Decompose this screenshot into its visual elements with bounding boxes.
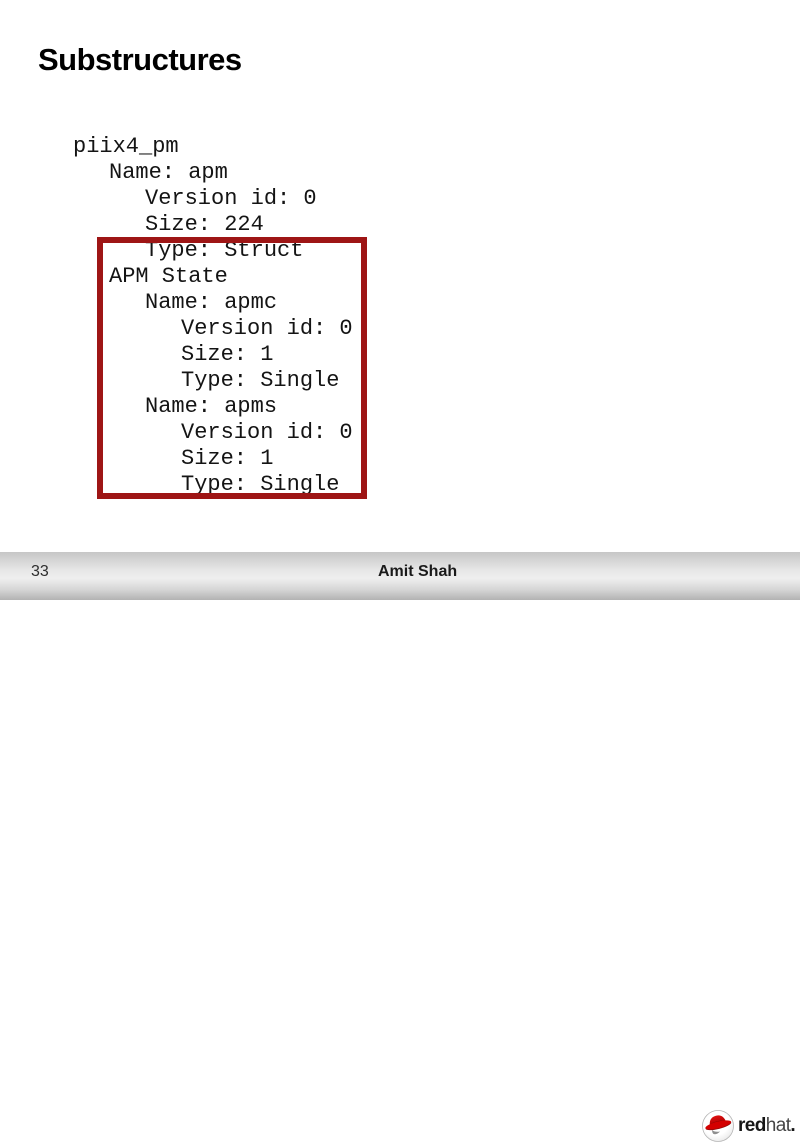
code-line: Version id: 0 [181, 316, 353, 341]
redhat-wordmark: redhat. [738, 1109, 796, 1143]
wordmark-dot: . [790, 1115, 796, 1136]
code-line: Version id: 0 [145, 186, 317, 211]
code-line: Type: Single [181, 368, 340, 393]
page-number: 33 [31, 563, 49, 580]
code-line: Size: 1 [181, 342, 274, 367]
code-line: Version id: 0 [181, 420, 353, 445]
code-line: Name: apmc [145, 290, 278, 315]
code-line: Name: apms [145, 394, 278, 419]
code-line: Name: apm [109, 160, 228, 185]
footer-bar: 33 Amit Shah [0, 552, 800, 1142]
redhat-fedora-icon [702, 1110, 734, 1142]
code-line: Type: Single [181, 472, 340, 497]
wordmark-red: red [738, 1115, 766, 1136]
code-line: Size: 1 [181, 446, 274, 471]
code-line: APM State [109, 264, 228, 289]
highlight-box [97, 237, 367, 499]
code-line: piix4_pm [73, 134, 179, 159]
page-title: Substructures [38, 42, 242, 77]
redhat-logo: redhat. [701, 1109, 796, 1143]
wordmark-hat: hat [765, 1115, 791, 1136]
code-line: Size: 224 [145, 212, 264, 237]
footer-author: Amit Shah [378, 563, 458, 580]
